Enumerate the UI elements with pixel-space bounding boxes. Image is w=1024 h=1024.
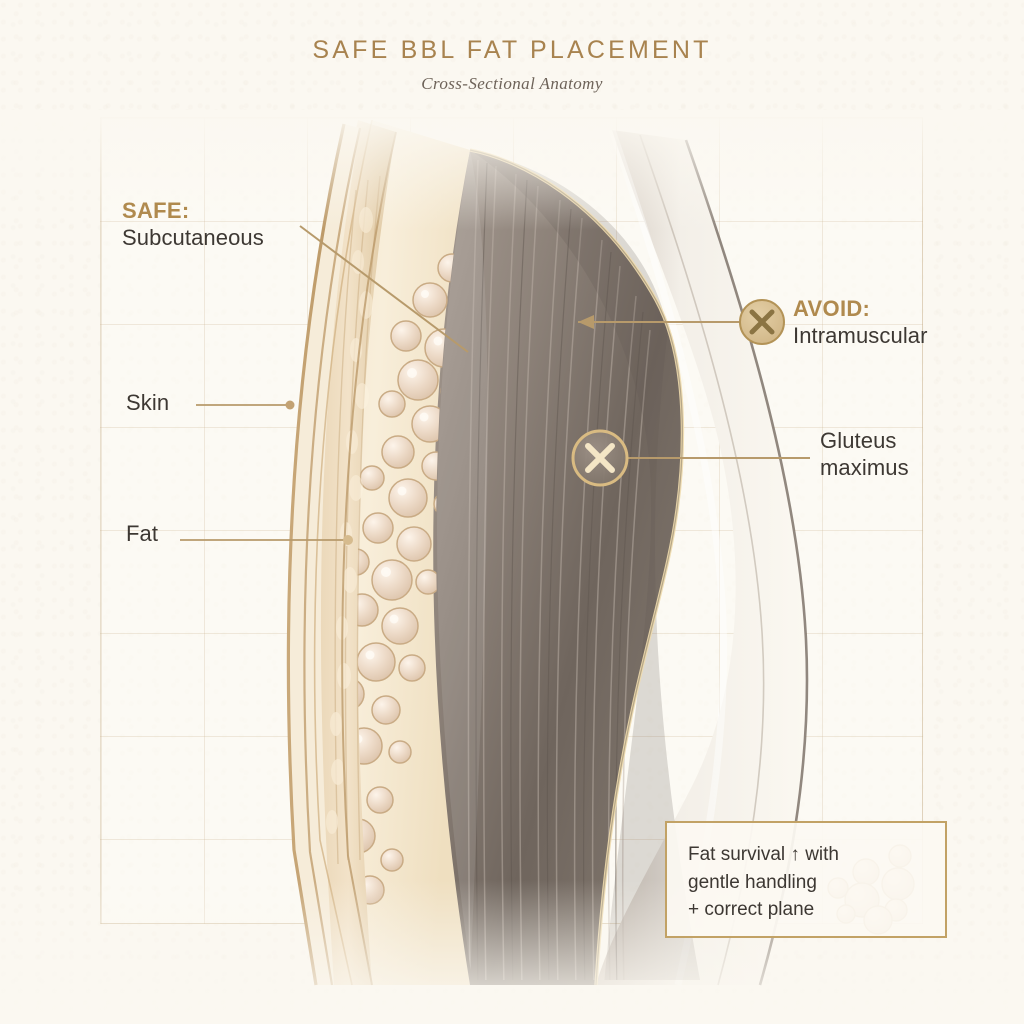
label-gluteus-text: Gluteus maximus [820, 428, 909, 480]
label-skin-text: Skin [126, 390, 170, 415]
callout-text: Fat survival ↑ with gentle handling + co… [688, 844, 839, 921]
x-icon [749, 309, 775, 335]
top-fade [0, 110, 1024, 230]
leader-fat-dot [343, 535, 353, 545]
page-subtitle: Cross-Sectional Anatomy [421, 74, 603, 93]
title-block: SAFE BBL FAT PLACEMENT Cross-Sectional A… [0, 36, 1024, 94]
label-avoid-body: Intramuscular [793, 322, 928, 348]
label-safe-body: Subcutaneous [122, 224, 264, 250]
avoid-marker-outer[interactable] [739, 299, 785, 345]
label-fat-text: Fat [126, 521, 159, 546]
leader-skin-dot [285, 400, 295, 410]
muscle-fibers [437, 150, 700, 980]
avoid-marker-muscle[interactable] [571, 429, 629, 487]
label-gluteus-maximus: Gluteus maximus [820, 428, 909, 482]
label-skin: Skin [126, 390, 169, 417]
muscle-body [414, 150, 683, 985]
dermis-texture [326, 175, 381, 865]
leader-lines [180, 225, 810, 545]
fat-survival-callout: Fat survival ↑ with gentle handling + co… [665, 821, 947, 938]
x-icon [585, 443, 615, 473]
leader-safe [299, 225, 469, 353]
label-fat: Fat [126, 521, 158, 548]
label-avoid-kicker: AVOID: [793, 296, 871, 321]
page-title: SAFE BBL FAT PLACEMENT [312, 36, 712, 64]
leader-avoid-arrowhead [578, 315, 594, 329]
label-safe-subcutaneous: SAFE: Subcutaneous [122, 198, 264, 252]
label-safe-kicker: SAFE: [122, 198, 190, 223]
label-avoid-intramuscular: AVOID: Intramuscular [793, 296, 928, 350]
outer-skin-contour [596, 130, 807, 985]
